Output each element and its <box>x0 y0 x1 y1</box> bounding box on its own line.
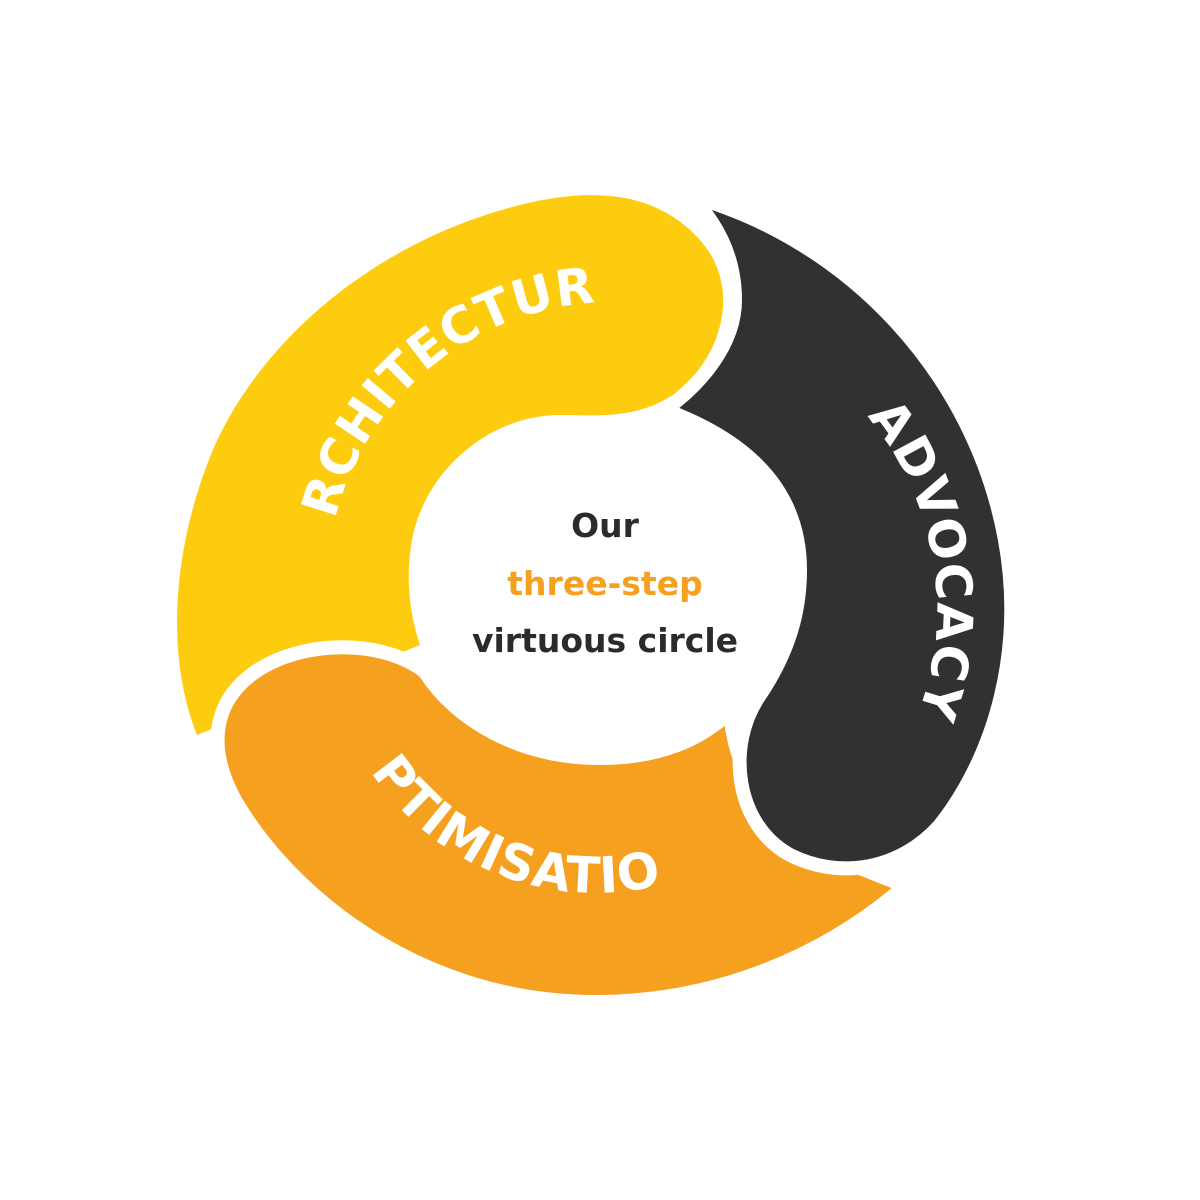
center-title-line-2: three-step <box>507 564 702 603</box>
center-title-line-3: virtuous circle <box>472 621 738 660</box>
center-title-line-1: Our <box>571 506 640 545</box>
architecture-segment <box>177 195 724 736</box>
advocacy-segment <box>658 189 1019 876</box>
